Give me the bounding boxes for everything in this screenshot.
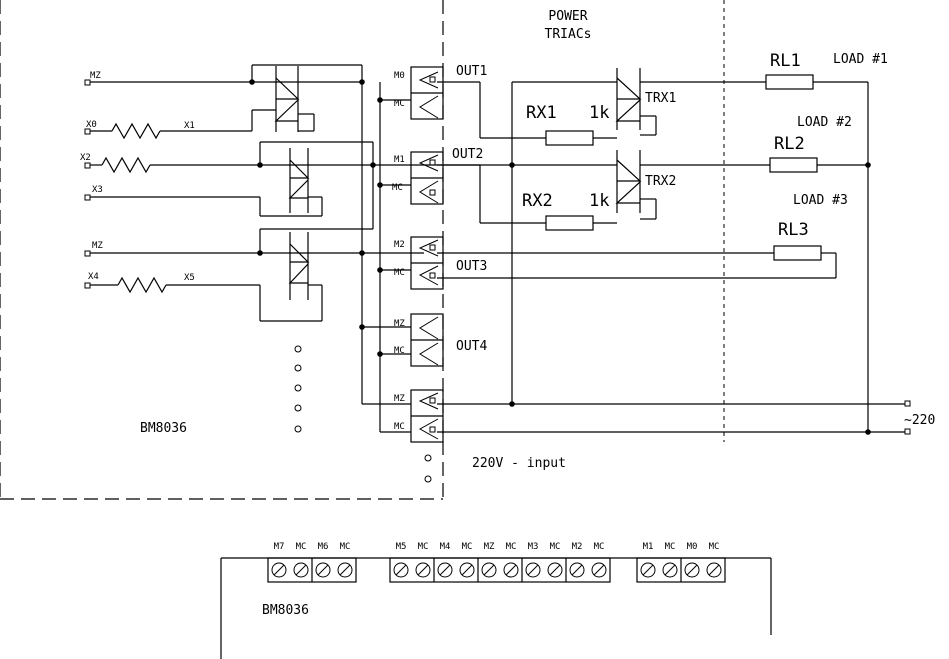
board-terminal-label: MC [665,542,676,552]
resistor-value-rx2: 1k [589,191,609,211]
board-terminal-strip: M7 MC M6 MC M5 MC M4 MC MZ MC M3 MC M2 MC M1 MC M0 MC [267,542,726,583]
input-label-mz1: MZ [90,71,101,81]
board-screw-icon [547,562,563,578]
terminal-label-m1: M1 [394,155,405,165]
output-label-out4: OUT4 [456,339,487,354]
terminal-label-mc1: MC [394,99,405,109]
resistor-rx2 [545,215,594,231]
board-screw-icon [525,562,541,578]
board-screw-icon [684,562,700,578]
board-terminal-label: M5 [396,542,407,552]
input-label-x1: X1 [184,121,195,131]
load-rl3 [773,245,822,261]
internal-triac-1 [251,64,362,132]
module-boundary [0,0,444,500]
board-screw-icon [293,562,309,578]
board-label: BM8036 [262,603,309,618]
board-screw-icon [481,562,497,578]
input-label: 220V - input [472,456,566,471]
board-terminal-label: MC [296,542,307,552]
load-label-rl3: RL3 [778,220,809,240]
input-label-x0: X0 [86,120,97,130]
triac-label-trx2: TRX2 [645,174,676,189]
terminal-blocks [294,66,444,483]
resistor-value-rx1: 1k [589,103,609,123]
board-screw-icon [640,562,656,578]
input-label-x2: X2 [80,153,91,163]
power-triacs-label-line2: TRIACs [545,27,592,42]
resistor-label-rx2: RX2 [522,191,553,211]
board-terminal-label: M0 [687,542,698,552]
terminal-label-mc5: MC [394,422,405,432]
board-terminal-block [389,557,611,583]
load-caption-3: LOAD #3 [793,193,848,208]
internal-triac-2 [259,141,373,213]
mains-label: ~220 [904,413,935,428]
terminal-label-mc3: MC [394,268,405,278]
power-triac-trx2 [615,150,657,220]
board-terminal-label: M1 [643,542,654,552]
board-terminal-label: MC [709,542,720,552]
load-caption-1: LOAD #1 [833,52,888,67]
board-screw-icon [271,562,287,578]
board-screw-icon [315,562,331,578]
board-screw-icon [337,562,353,578]
terminal-label-mc2: MC [392,183,403,193]
triac-label-trx1: TRX1 [645,91,676,106]
output-label-out2: OUT2 [452,147,483,162]
junctions [249,79,871,435]
input-label-mz2: MZ [92,241,103,251]
board-screw-icon [591,562,607,578]
power-wiring [437,81,911,435]
board-terminal-label: M4 [440,542,451,552]
load-rl2 [769,157,818,173]
load-rl1 [765,74,814,90]
board-screw-icon [437,562,453,578]
output-label-out3: OUT3 [456,259,487,274]
output-label-out1: OUT1 [456,64,487,79]
terminal-label-mz2: MZ [394,394,405,404]
resistor-rx1 [545,130,594,146]
load-label-rl1: RL1 [770,51,801,71]
load-caption-2: LOAD #2 [797,115,852,130]
board-screw-icon [415,562,431,578]
input-label-x3: X3 [92,185,103,195]
board-terminal-label: MC [462,542,473,552]
board-screw-icon [503,562,519,578]
input-label-x5: X5 [184,273,195,283]
board-terminal-label: M3 [528,542,539,552]
power-triac-trx1 [615,68,657,136]
terminal-label-mz1: MZ [394,319,405,329]
internal-triac-3 [259,228,373,300]
board-terminal-label: MC [506,542,517,552]
load-label-rl2: RL2 [774,134,805,154]
board-screw-icon [662,562,678,578]
terminal-label-m2: M2 [394,240,405,250]
board-terminal-label: MC [550,542,561,552]
module-label: BM8036 [140,421,187,436]
terminal-label-m0: M0 [394,71,405,81]
power-triacs-label-line1: POWER [548,9,587,24]
board-screw-icon [393,562,409,578]
board-terminal-label: MC [594,542,605,552]
board-terminal-label: M2 [572,542,583,552]
board-terminal-label: MC [340,542,351,552]
board-screw-icon [706,562,722,578]
board-terminal-label: MC [418,542,429,552]
board-screw-icon [569,562,585,578]
board-terminal-label: M6 [318,542,329,552]
board-screw-icon [459,562,475,578]
resistor-label-rx1: RX1 [526,103,557,123]
input-label-x4: X4 [88,272,99,282]
board-terminal-label: MZ [484,542,495,552]
internal-bus [361,65,411,433]
board-terminal-label: M7 [274,542,285,552]
terminal-label-mc4: MC [394,346,405,356]
